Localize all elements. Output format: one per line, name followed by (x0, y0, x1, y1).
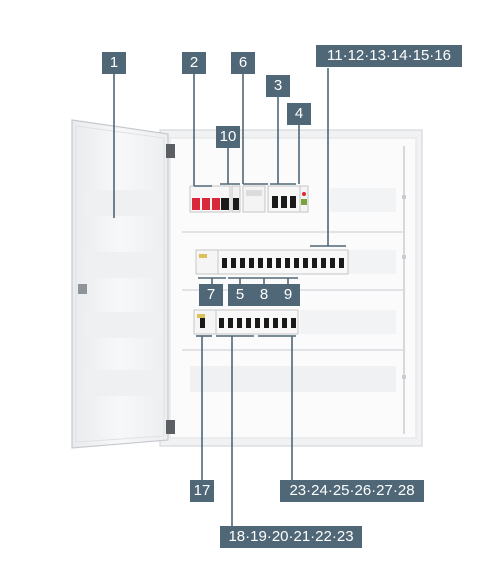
callout-5: 5 (228, 284, 252, 306)
callout-9: 9 (276, 284, 300, 306)
callout-1: 1 (102, 52, 126, 74)
breaker-row-2 (195, 249, 349, 275)
door-lock-icon (78, 284, 87, 294)
hinge-icon (166, 420, 175, 434)
callout-8: 8 (252, 284, 276, 306)
callout-10: 10 (216, 126, 240, 148)
callout-17: 17 (190, 480, 214, 502)
callout-11-16: 11·12·13·14·15·16 (316, 45, 462, 67)
callout-2: 2 (182, 52, 206, 74)
breaker-row-3 (193, 309, 299, 335)
hinge-icon (166, 144, 175, 158)
callout-4: 4 (287, 103, 311, 125)
callout-7: 7 (199, 284, 223, 306)
callout-23-28: 23·24·25·26·27·28 (280, 480, 424, 502)
breaker-row-1 (189, 185, 309, 213)
callout-3: 3 (266, 75, 290, 97)
cabinet-door (71, 119, 175, 449)
callout-18-23: 18·19·20·21·22·23 (220, 526, 362, 548)
callout-lines (113, 68, 346, 526)
callout-6: 6 (231, 52, 255, 74)
